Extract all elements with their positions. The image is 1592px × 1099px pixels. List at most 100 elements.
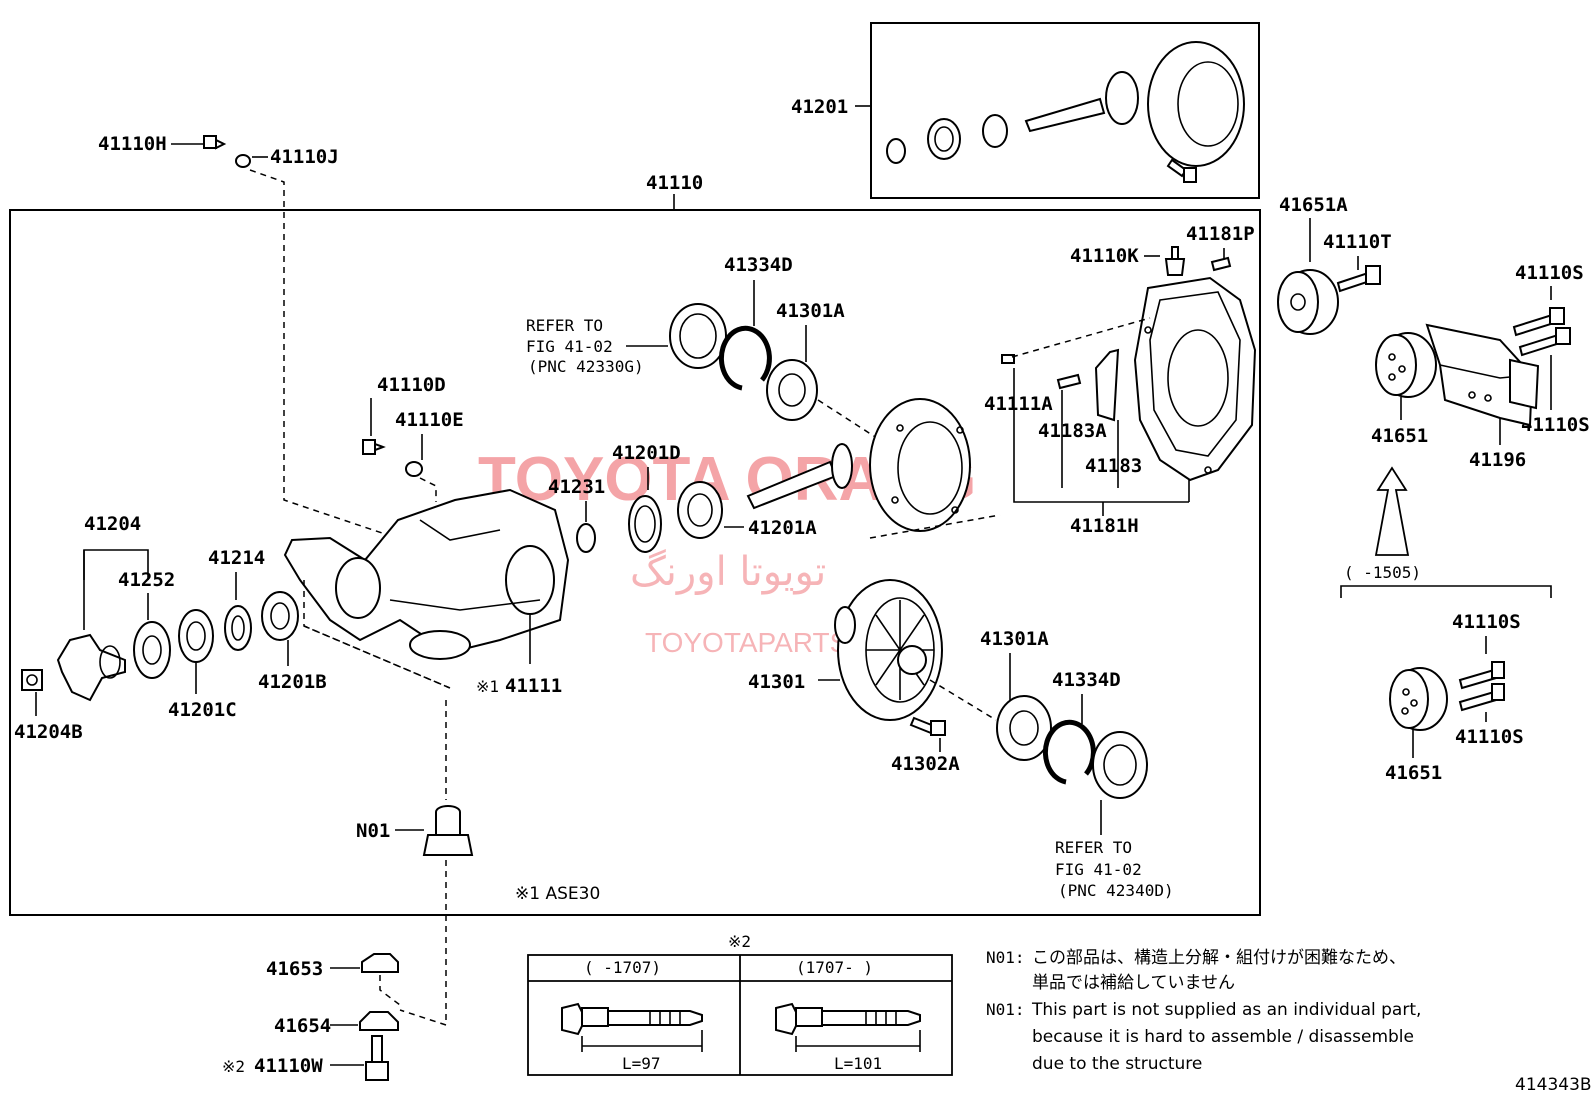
- part-41301A-bearing-b[interactable]: [996, 695, 1052, 761]
- callout-41651-a: 41651: [1371, 425, 1428, 447]
- part-41201A-bearing-front[interactable]: [677, 481, 723, 539]
- part-oil-seal-top[interactable]: [669, 303, 727, 369]
- callout-41302A: 41302A: [891, 753, 960, 775]
- callout-41110K: 41110K: [1070, 245, 1139, 267]
- part-41110H[interactable]: [203, 135, 227, 150]
- n01-jp-line2: 単品では補給していません: [1032, 973, 1235, 993]
- callout-41110W: 41110W: [254, 1055, 323, 1077]
- part-41110W-bolt[interactable]: [365, 1035, 389, 1081]
- callout-41183A: 41183A: [1038, 420, 1107, 442]
- callout-41201D: 41201D: [612, 442, 681, 464]
- callout-N01: N01: [356, 820, 390, 842]
- refer-bottom-line3: (PNC 42340D): [1058, 881, 1174, 900]
- up-arrow-icon: [1374, 466, 1410, 556]
- callout-41204B: 41204B: [14, 721, 83, 743]
- part-41196-bracket[interactable]: [1425, 323, 1540, 427]
- bolt-table: ( -1707) (1707- ) L=97 L=101: [527, 954, 953, 1076]
- callout-41110: 41110: [646, 172, 703, 194]
- part-41183-gasket[interactable]: [1094, 348, 1120, 422]
- part-41252-seal[interactable]: [133, 621, 171, 679]
- n01-label-jp: N01:: [986, 948, 1025, 967]
- callout-41653: 41653: [266, 958, 323, 980]
- callout-41110E: 41110E: [395, 409, 464, 431]
- part-41651-lower[interactable]: [1389, 667, 1448, 731]
- part-41334D-snap-ring-a[interactable]: [718, 325, 772, 391]
- part-N01-mount[interactable]: [422, 805, 474, 856]
- callout-41110S-c: 41110S: [1452, 611, 1521, 633]
- part-41302A-bolt[interactable]: [909, 716, 946, 736]
- part-41214-spacer[interactable]: [224, 605, 252, 651]
- part-41231-spacer[interactable]: [576, 523, 596, 553]
- part-41110K-breather[interactable]: [1164, 246, 1186, 276]
- callout-41110S-b: 41110S: [1521, 414, 1590, 436]
- part-41181P[interactable]: [1210, 256, 1232, 272]
- bolt-97-icon: [561, 1002, 703, 1052]
- part-41111-carrier[interactable]: [283, 488, 570, 660]
- callout-41110H: 41110H: [98, 133, 167, 155]
- callout-41111A: 41111A: [984, 393, 1053, 415]
- part-oil-seal-bottom[interactable]: [1092, 731, 1148, 799]
- part-41111A-pin[interactable]: [1001, 354, 1015, 364]
- range-bracket-label: ( -1505): [1344, 563, 1421, 582]
- callout-41110J: 41110J: [270, 146, 339, 168]
- refer-top: REFER TO FIG 41-02 (PNC 42330G): [526, 316, 644, 376]
- bolt-table-col2-header: (1707- ): [796, 958, 873, 977]
- part-41204B-nut[interactable]: [21, 669, 43, 691]
- part-41181H-rear-cover[interactable]: [1133, 276, 1257, 482]
- ring-gear-pinion-set[interactable]: [886, 41, 1245, 183]
- part-41653[interactable]: [361, 953, 399, 973]
- refer-top-line1: REFER TO: [526, 316, 603, 335]
- bolt-table-col1-header: ( -1707): [584, 958, 661, 977]
- part-41110S-bolts-b[interactable]: [1458, 661, 1505, 712]
- part-41110J[interactable]: [235, 154, 251, 168]
- part-41110E[interactable]: [405, 461, 423, 477]
- callout-41201C: 41201C: [168, 699, 237, 721]
- callout-41231: 41231: [548, 476, 605, 498]
- callout-41204: 41204: [84, 513, 141, 535]
- n01-notes: N01: この部品は、構造上分解・組付けが困難なため、 単品では補給していません…: [986, 948, 1421, 1074]
- part-41204-flange[interactable]: [56, 633, 126, 702]
- n01-jp-line1: この部品は、構造上分解・組付けが困難なため、: [1032, 948, 1406, 968]
- callout-41196: 41196: [1469, 449, 1526, 471]
- part-41651-upper[interactable]: [1375, 332, 1437, 398]
- part-41110D[interactable]: [362, 439, 386, 455]
- part-ring-gear[interactable]: [869, 398, 971, 532]
- part-41110T[interactable]: [1336, 265, 1381, 293]
- part-41651A[interactable]: [1277, 269, 1339, 335]
- callout-41181P: 41181P: [1186, 223, 1255, 245]
- callout-41111: 41111: [505, 675, 562, 697]
- callout-41301: 41301: [748, 671, 805, 693]
- part-41201B-bearing[interactable]: [261, 591, 299, 641]
- callout-41334D-a: 41334D: [724, 254, 793, 276]
- part-41201C-bearing[interactable]: [178, 609, 214, 663]
- watermark-persian: تویوتا اورنگ: [630, 549, 826, 595]
- callout-41334D-b: 41334D: [1052, 669, 1121, 691]
- part-41301A-bearing-a[interactable]: [766, 359, 818, 421]
- callout-41110D: 41110D: [377, 374, 446, 396]
- part-41334D-snap-ring-b[interactable]: [1042, 719, 1096, 785]
- figure-id: 414343B: [1515, 1075, 1592, 1095]
- part-drive-pinion[interactable]: [746, 443, 853, 510]
- callout-41183: 41183: [1085, 455, 1142, 477]
- callout-41201B: 41201B: [258, 671, 327, 693]
- callout-41651-b: 41651: [1385, 762, 1442, 784]
- part-41301-diff-case[interactable]: [834, 579, 943, 721]
- refer-bottom-line1: REFER TO: [1055, 838, 1132, 857]
- part-41183A-bolt[interactable]: [1056, 373, 1082, 390]
- part-41110S-bolts-a[interactable]: [1512, 307, 1571, 357]
- refer-top-line3: (PNC 42330G): [528, 357, 644, 376]
- callout-41110W-mark: ※2: [222, 1057, 245, 1076]
- callout-41110S-d: 41110S: [1455, 726, 1524, 748]
- callout-41214: 41214: [208, 547, 265, 569]
- part-41654[interactable]: [359, 1011, 399, 1031]
- bolt-table-col1-length: L=97: [622, 1054, 661, 1073]
- refer-top-line2: FIG 41-02: [526, 337, 613, 356]
- part-41201D-washer[interactable]: [628, 495, 662, 553]
- callout-41252: 41252: [118, 569, 175, 591]
- callout-41201A: 41201A: [748, 517, 817, 539]
- callout-41301A-b: 41301A: [980, 628, 1049, 650]
- ring-gear-set-frame: [870, 22, 1260, 199]
- carrier-assembly-frame: [9, 209, 1261, 916]
- callout-41654: 41654: [274, 1015, 331, 1037]
